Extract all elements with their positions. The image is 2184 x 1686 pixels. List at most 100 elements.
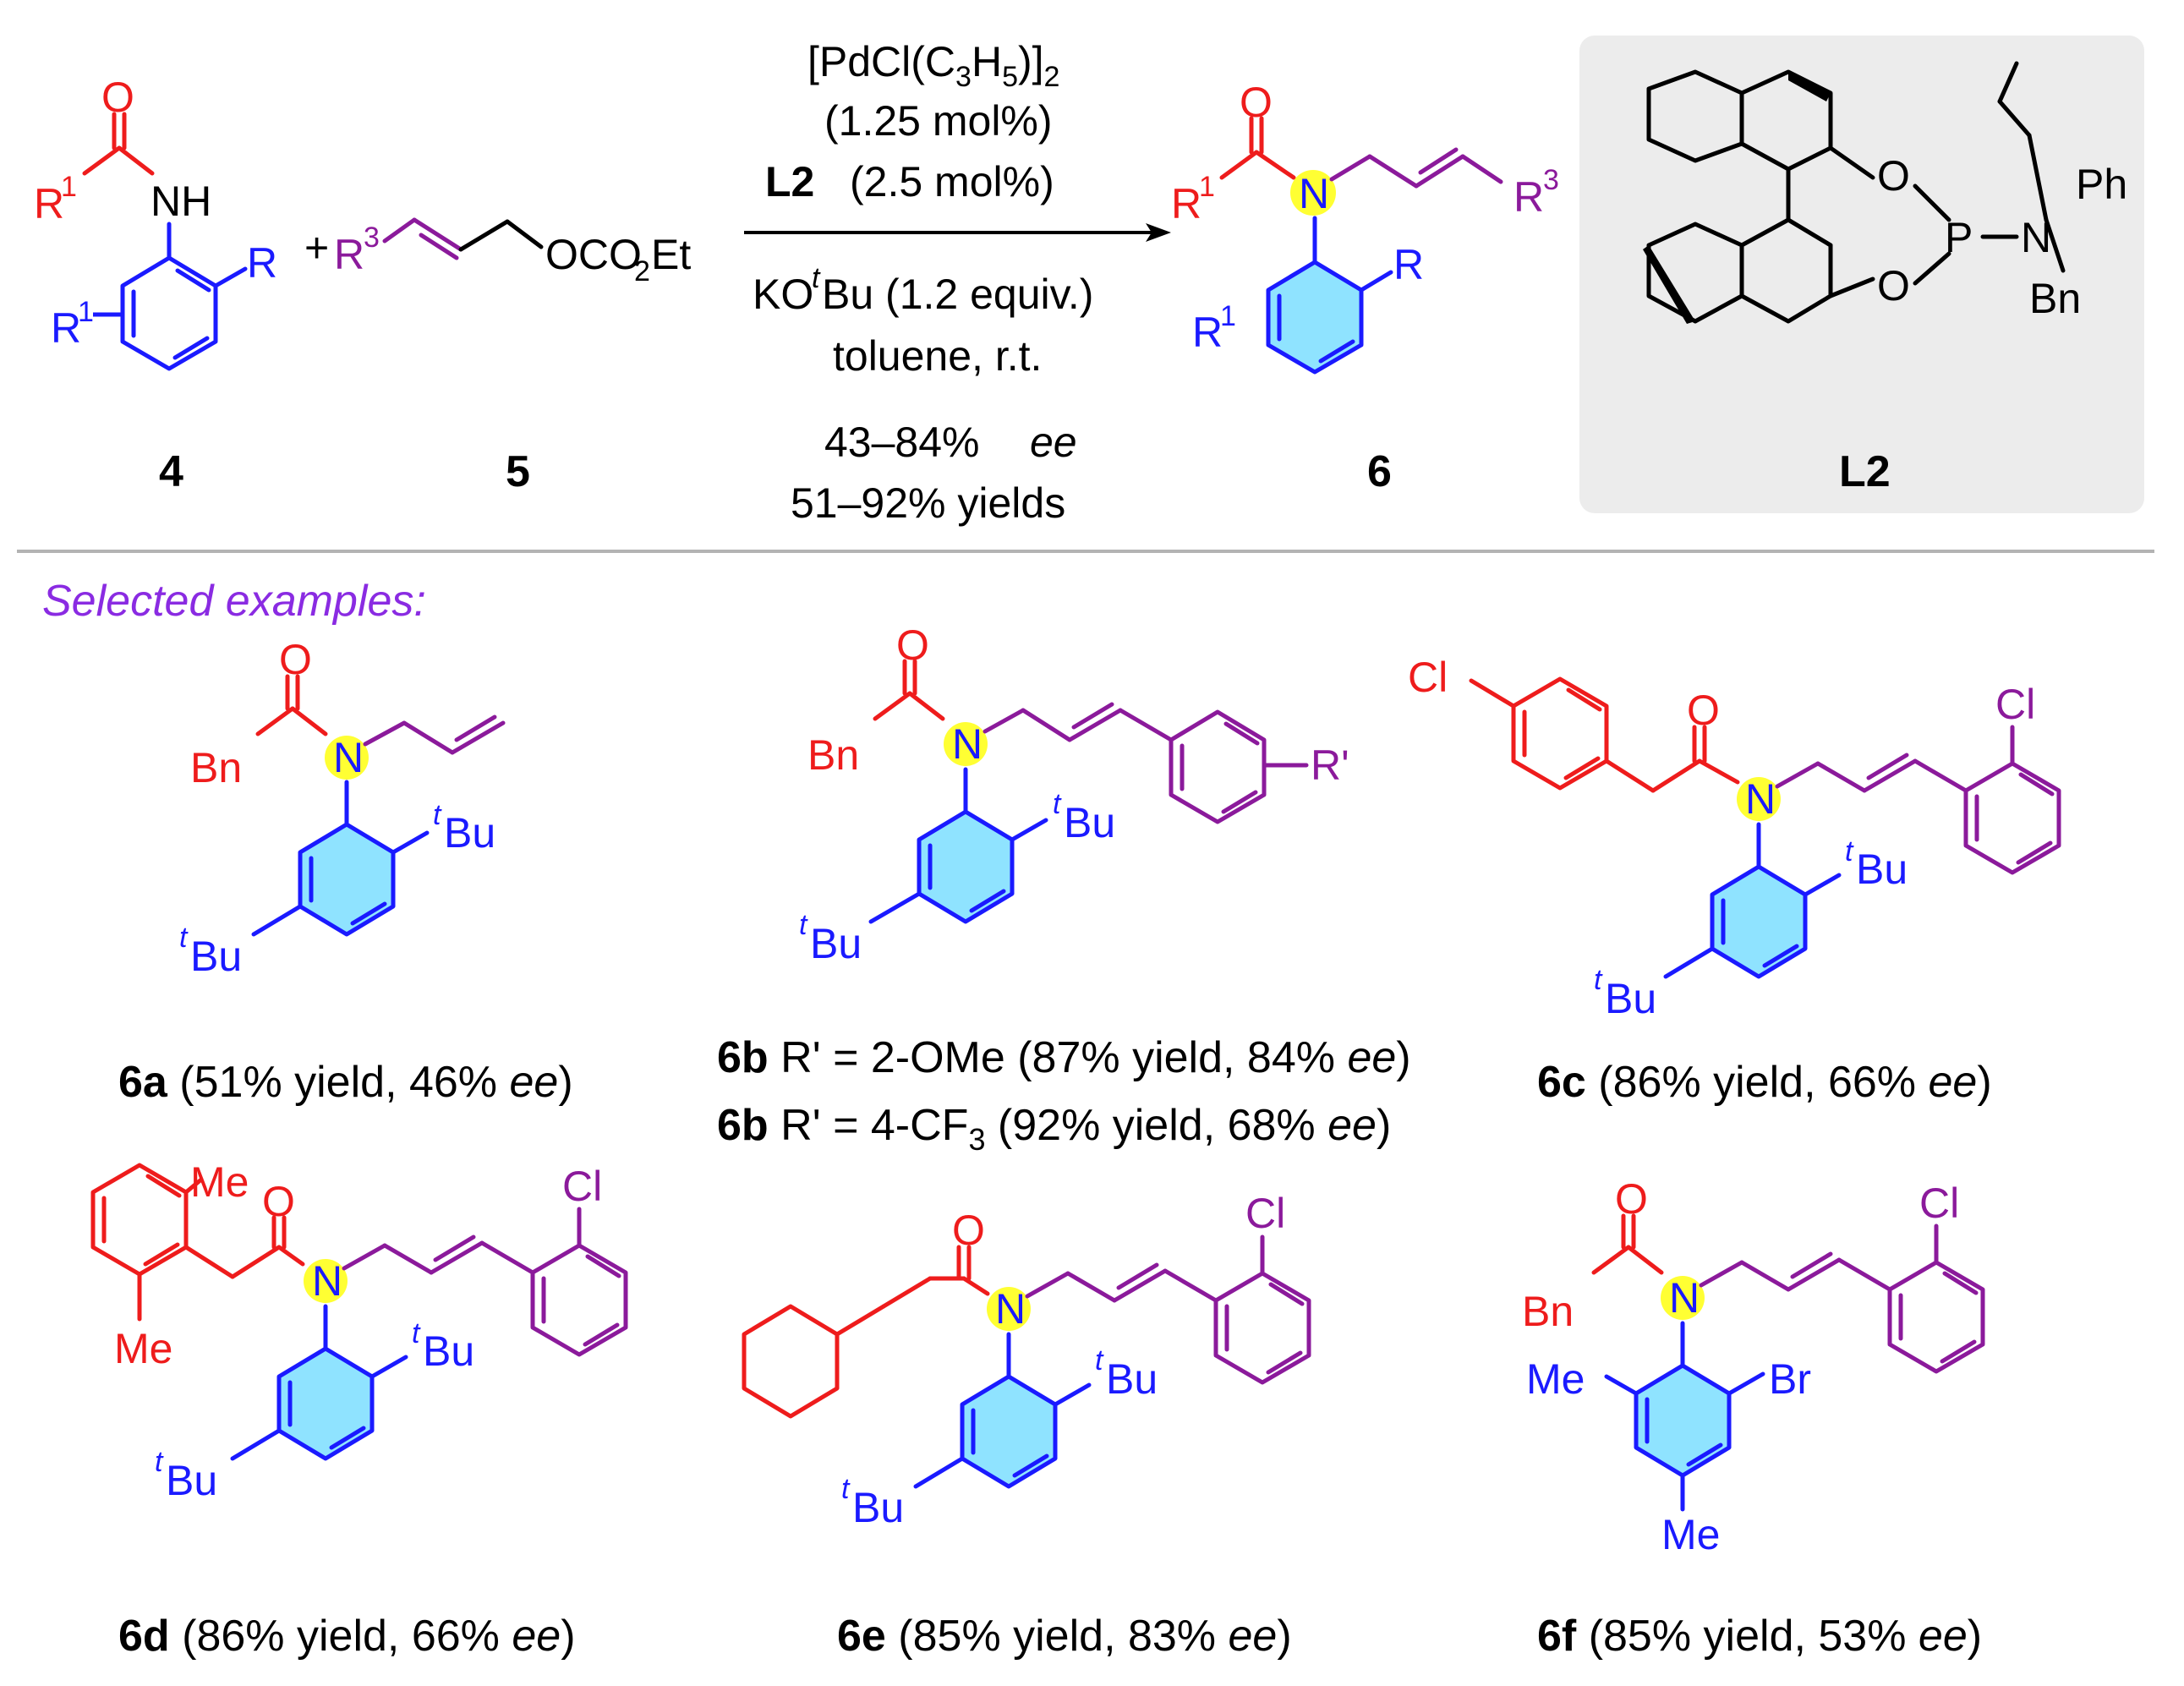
6e-tbu2-sup: t [841, 1473, 851, 1505]
ligand-ph: Ph [2076, 161, 2127, 208]
6c-tbu1-sup: t [1845, 835, 1854, 868]
6d-n: N [312, 1257, 342, 1305]
ligand-bn: Bn [2029, 275, 2081, 322]
6b-tbu1-sup: t [1053, 788, 1062, 820]
ligand-l2-structure: O O P N Ph Bn [1643, 61, 2127, 324]
r1-superscript: 1 [61, 171, 77, 203]
compound-4: O R 1 NH R R 1 [34, 74, 277, 371]
6b-tbu2-sup: t [799, 909, 808, 941]
6e-tbu1-sup: t [1095, 1344, 1104, 1377]
ligand-o-lower: O [1877, 262, 1910, 309]
structure-6d: Me Me O N Cl t Bu t Bu [90, 1158, 628, 1504]
caption-6b-2: 6b R' = 4-CF3 (92% yield, 68% ee) [717, 1101, 1391, 1157]
6d-tbu2: Bu [166, 1457, 217, 1504]
r3-superscript: 3 [364, 222, 380, 254]
6f-n: N [1669, 1274, 1700, 1322]
compound-5: R 3 OCO 2 Et [334, 217, 691, 287]
6b-tbu1: Bu [1064, 799, 1115, 846]
r1-label: R [34, 180, 64, 227]
caption-6a: 6a (51% yield, 46% ee) [118, 1058, 573, 1107]
structure-6c: Cl O N Cl t Bu [1408, 654, 2061, 1022]
base-superscript: t [812, 262, 821, 294]
r1-ring-label: R [51, 304, 81, 352]
compound-5-label: 5 [506, 447, 530, 496]
caption-6f: 6f (85% yield, 53% ee) [1537, 1612, 1982, 1661]
6b-tbu2: Bu [810, 920, 862, 967]
6a-tbu1-sup: t [433, 799, 442, 831]
r-label-6: R [1393, 241, 1424, 288]
ee-label: ee [1030, 419, 1077, 466]
section-title: Selected examples: [42, 577, 426, 626]
6e-cl: Cl [1245, 1190, 1285, 1237]
r3-superscript-6: 3 [1543, 164, 1559, 196]
6d-cl: Cl [562, 1163, 602, 1210]
r3-label: R [334, 231, 364, 278]
solvent: toluene, r.t. [833, 332, 1042, 380]
caption-6e: 6e (85% yield, 83% ee) [837, 1612, 1292, 1661]
6a-bn: Bn [190, 744, 242, 791]
ligand-p: P [1945, 214, 1973, 261]
r1-ring-superscript: 1 [78, 296, 94, 328]
6b-rprime: R' [1311, 742, 1349, 789]
6c-cl-1: Cl [1408, 654, 1448, 701]
carbonate-label-a: OCO [545, 231, 642, 278]
nh-label: NH [151, 178, 211, 225]
6c-cl-2: Cl [1995, 681, 2035, 728]
yield-range: 51–92% yields [791, 479, 1065, 527]
r1-superscript-6: 1 [1199, 171, 1215, 203]
n-label-6: N [1299, 170, 1329, 217]
reagent-palladium: [PdCl(C3H5)]2 [807, 38, 1059, 93]
caption-6d: 6d (86% yield, 66% ee) [118, 1612, 576, 1661]
n-highlight [1290, 170, 1336, 216]
6e-n: N [995, 1285, 1026, 1333]
ring-highlight [1268, 262, 1361, 372]
ligand-o-upper: O [1877, 152, 1910, 200]
compound-6: O R 1 N R 3 R R 1 [1171, 79, 1559, 375]
acyl-o-label-6: O [1240, 79, 1273, 126]
6e-tbu1: Bu [1106, 1355, 1158, 1403]
6f-me-1: Me [1526, 1355, 1585, 1403]
6e-tbu2: Bu [852, 1484, 904, 1531]
6a-tbu1: Bu [444, 809, 495, 857]
structure-6e: O N Cl t Bu t Bu [742, 1190, 1311, 1531]
6b-bn: Bn [807, 731, 859, 779]
r1-ring-superscript-6: 1 [1220, 300, 1236, 332]
reaction-arrowhead [1146, 223, 1171, 242]
6d-me-1: Me [190, 1158, 249, 1206]
acyl-o-label: O [101, 74, 134, 121]
6c-tbu2-sup: t [1594, 964, 1603, 996]
ligand-bold-label: L2 [765, 158, 814, 205]
6d-tbu1-sup: t [412, 1317, 421, 1349]
compound-4-label: 4 [159, 447, 183, 496]
6b-n: N [952, 720, 983, 768]
6a-o: O [279, 636, 312, 683]
ligand-n: N [2021, 214, 2051, 261]
base-suffix: Bu (1.2 equiv.) [822, 271, 1093, 318]
6f-br: Br [1769, 1355, 1811, 1403]
6a-tbu2-sup: t [179, 922, 189, 954]
r1-label-6: R [1171, 180, 1201, 227]
6f-o: O [1615, 1175, 1648, 1223]
r3-label-6: R [1513, 173, 1544, 221]
6a-n: N [333, 734, 364, 781]
caption-6c: 6c (86% yield, 66% ee) [1537, 1058, 1992, 1107]
6d-me-2: Me [114, 1325, 172, 1372]
ligand-amount: (2.5 mol%) [850, 158, 1054, 205]
6d-tbu1: Bu [423, 1327, 474, 1375]
6d-tbu2-sup: t [155, 1446, 164, 1478]
6c-tbu2: Bu [1605, 975, 1656, 1022]
6d-o: O [262, 1178, 295, 1225]
6a-tbu2: Bu [190, 933, 242, 980]
ligand-panel [1579, 36, 2144, 513]
6f-cl: Cl [1919, 1180, 1959, 1227]
6b-o: O [896, 621, 929, 669]
reagent-loading: (1.25 mol%) [824, 97, 1053, 145]
ligand-label: L2 [1839, 447, 1891, 496]
structure-6a: O Bn N t Bu t Bu [179, 636, 506, 980]
plus-sign: + [304, 224, 329, 271]
6f-me-2: Me [1661, 1511, 1720, 1558]
ee-range: 43–84% [824, 419, 980, 466]
r-label: R [247, 239, 277, 287]
6c-n: N [1745, 775, 1776, 823]
